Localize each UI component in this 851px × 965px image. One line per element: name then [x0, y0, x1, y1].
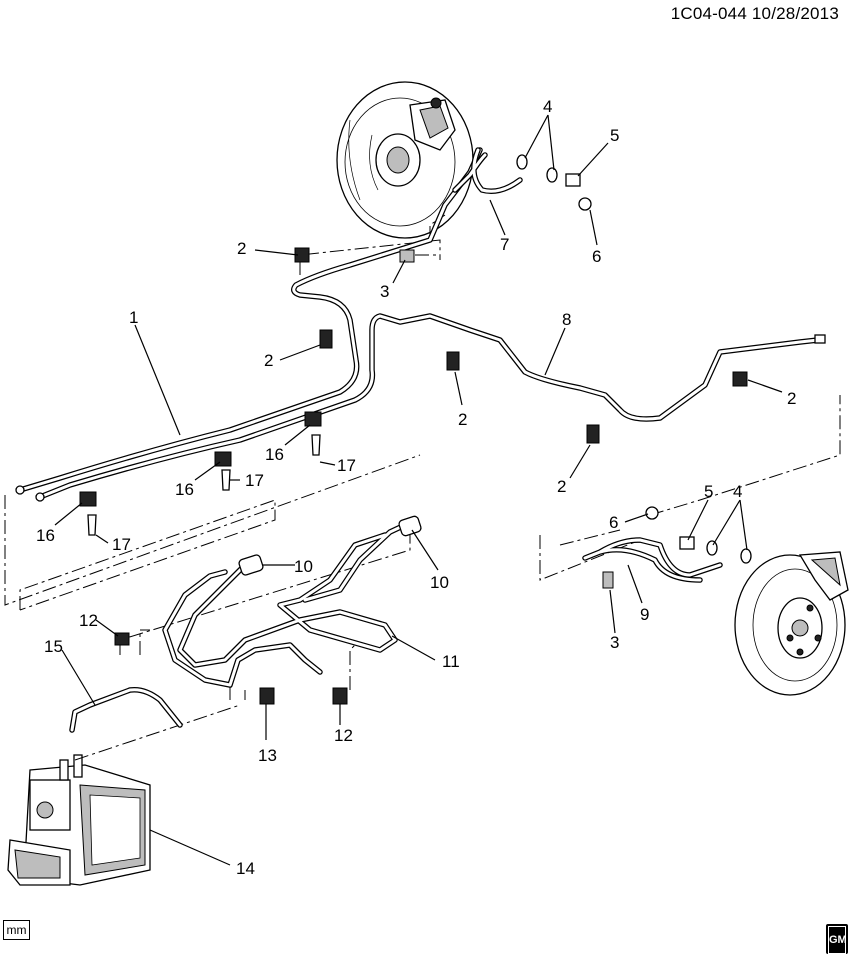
callout-12: 12	[334, 726, 353, 745]
callout-16: 16	[265, 445, 284, 464]
callout-14: 14	[236, 859, 255, 878]
callout-6: 6	[609, 513, 618, 532]
hose-fitting-icon	[238, 515, 422, 576]
callout-8: 8	[562, 310, 571, 329]
callout-9: 9	[640, 605, 649, 624]
callout-4: 4	[543, 97, 552, 116]
callout-16: 16	[175, 480, 194, 499]
callout-5: 5	[610, 126, 619, 145]
brake-rotor-icon	[734, 551, 849, 696]
callout-1: 1	[129, 308, 138, 327]
callout-17: 17	[337, 456, 356, 475]
bolt-icon	[87, 173, 695, 550]
callout-15: 15	[44, 637, 63, 656]
callout-2: 2	[787, 389, 796, 408]
callout-3: 3	[380, 282, 389, 301]
callout-12: 12	[79, 611, 98, 630]
unit-label: mm	[3, 920, 30, 940]
callout-2: 2	[264, 351, 273, 370]
callout-17: 17	[112, 535, 131, 554]
callout-2: 2	[458, 410, 467, 429]
callout-10: 10	[430, 573, 449, 592]
callout-16: 16	[36, 526, 55, 545]
callout-13: 13	[258, 746, 277, 765]
callout-5: 5	[704, 482, 713, 501]
callout-2: 2	[557, 477, 566, 496]
diagram-header: 1C04-044 10/28/2013	[670, 4, 839, 23]
callout-2: 2	[237, 239, 246, 258]
callout-4: 4	[733, 482, 742, 501]
brake-backing-plate-icon	[336, 81, 474, 239]
callout-11: 11	[442, 652, 460, 671]
callout-7: 7	[500, 235, 509, 254]
callout-3: 3	[610, 633, 619, 652]
callout-17: 17	[245, 471, 264, 490]
callout-labels: 1 2 2 2 2 2 3 3 4 4 5 5 6 6 7 8 9 10 10 …	[36, 97, 796, 878]
abs-module-icon	[7, 754, 151, 886]
washer-icon	[516, 154, 752, 564]
logo-text: GM	[828, 926, 847, 954]
callout-6: 6	[592, 247, 601, 266]
brake-pipe-clip-icon	[79, 247, 748, 705]
gm-logo: GM	[826, 924, 848, 954]
callout-10: 10	[294, 557, 313, 576]
